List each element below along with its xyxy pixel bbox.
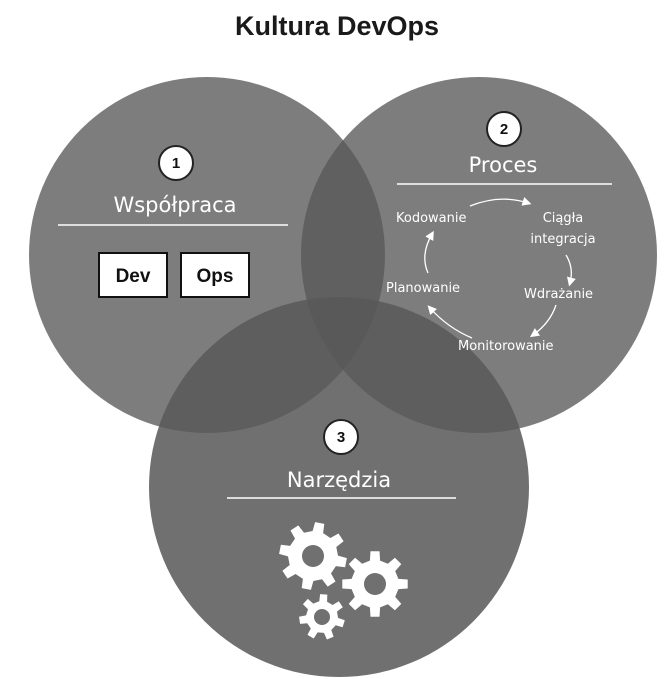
arrow-planowanie-to-kodowanie [424,230,434,274]
gear-large-icon [279,522,347,590]
gear-small-icon [299,594,345,640]
badge-2 [486,111,522,147]
badge-3-number: 3 [337,429,345,446]
cycle-arrows [424,196,576,339]
badge-3 [323,419,359,455]
arrow-monitorowanie-to-planowanie [427,305,473,339]
badge-1-number: 1 [172,155,180,172]
gear-medium-icon [342,551,408,617]
section-process: 2 Proces Kodowanie Ciągła integracja Wdr… [386,111,612,354]
section-title-collaboration: Współpraca [113,193,236,217]
dev-box [98,252,168,298]
badge-1 [158,145,194,181]
section-title-tools: Narzędzia [287,468,391,492]
cycle-label-monitorowanie: Monitorowanie [458,339,554,354]
section-title-process: Proces [469,153,538,177]
venn-circles [29,77,657,677]
cycle-label-integracja-line1: Ciągła [543,211,584,226]
ops-box-label: Ops [197,266,234,287]
arrow-kodowanie-to-integracja [469,196,532,207]
arrow-integracja-to-wdrazanie [565,254,576,287]
badge-2-number: 2 [500,121,508,138]
cycle-label-planowanie: Planowanie [386,281,460,296]
arrow-wdrazanie-to-monitorowanie [530,304,557,338]
diagram-title: Kultura DevOps [235,11,439,41]
ops-box [180,252,250,298]
section-collaboration: 1 Współpraca Dev Ops [58,145,288,298]
cycle-label-integracja-line2: integracja [530,232,595,247]
dev-box-label: Dev [116,266,151,287]
section-tools: 3 Narzędzia [227,419,456,640]
gears-icon [279,522,408,640]
cycle-label-wdrazanie: Wdrażanie [524,287,593,302]
cycle-label-kodowanie: Kodowanie [396,211,466,226]
circle-tools [149,297,529,677]
